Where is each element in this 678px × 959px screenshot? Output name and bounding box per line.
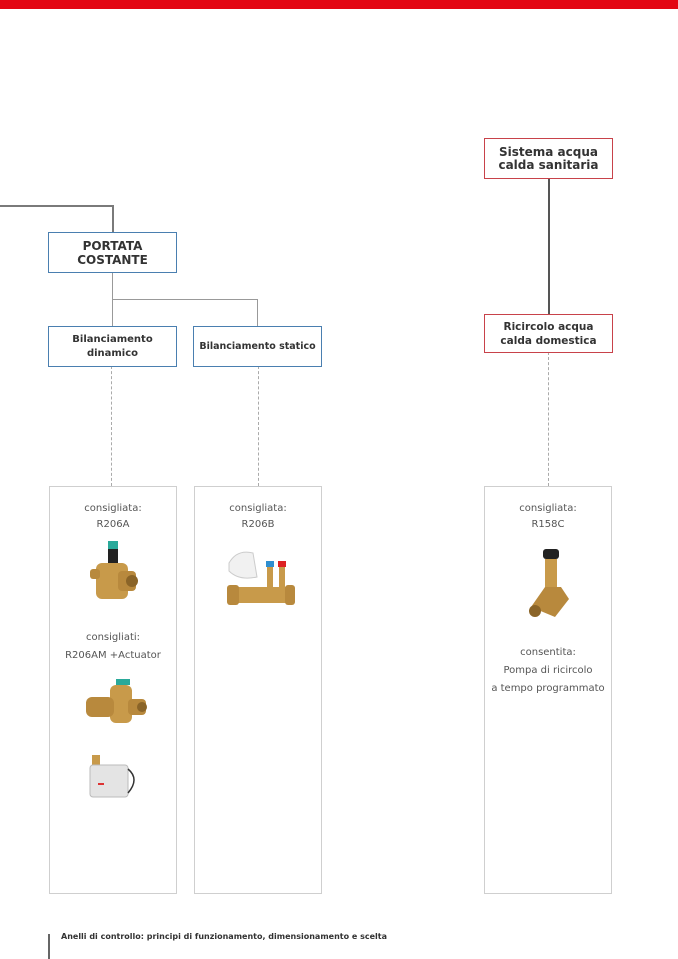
valve-r206am-image — [86, 679, 147, 723]
node-label: Sistema acqua calda sanitaria — [498, 144, 599, 172]
recommendation-label: consigliati: — [85, 632, 141, 643]
panel-dinamico: consigliata: R206A consigliati: R206AM +… — [49, 486, 177, 894]
product-description: Pompa di ricircolo — [503, 665, 593, 676]
dashed-connector — [111, 366, 112, 486]
panel-statico: consigliata: R206B — [194, 486, 322, 894]
connector — [548, 178, 550, 315]
product-code: R206B — [241, 519, 275, 530]
node-label: PORTATA COSTANTE — [77, 238, 148, 267]
footer-title: Anelli di controllo: principi di funzion… — [61, 932, 387, 941]
actuator-image — [89, 755, 135, 798]
node-portata-costante: PORTATA COSTANTE — [48, 232, 177, 273]
node-label: Ricircolo acqua calda domestica — [500, 320, 597, 347]
valve-r206b-image — [227, 551, 295, 605]
dashed-connector — [258, 366, 259, 486]
connector — [112, 299, 258, 300]
footer-bar — [48, 934, 50, 959]
product-code: R206AM +Actuator — [65, 650, 161, 661]
node-bilanciamento-statico: Bilanciamento statico — [193, 326, 322, 367]
connector — [112, 205, 114, 233]
product-code: R158C — [531, 519, 565, 530]
node-bilanciamento-dinamico: Bilanciamento dinamico — [48, 326, 177, 367]
recommendation-label: consigliata: — [519, 503, 577, 514]
valve-r206a-image — [90, 541, 138, 599]
node-label: Bilanciamento statico — [199, 341, 316, 352]
product-description: a tempo programmato — [491, 683, 605, 694]
node-label: Bilanciamento dinamico — [72, 333, 153, 359]
connector — [0, 205, 113, 207]
panel-ricircolo: consigliata: R158C consentita: Pompa di … — [484, 486, 612, 894]
allowed-label: consentita: — [520, 647, 576, 658]
product-code: R206A — [96, 519, 130, 530]
recommendation-label: consigliata: — [84, 503, 142, 514]
recommendation-label: consigliata: — [229, 503, 287, 514]
node-sistema-acqua: Sistema acqua calda sanitaria — [484, 138, 613, 179]
valve-r158c-image — [529, 549, 569, 617]
top-accent-bar — [0, 0, 678, 9]
connector — [257, 299, 258, 327]
node-ricircolo: Ricircolo acqua calda domestica — [484, 314, 613, 353]
dashed-connector — [548, 352, 549, 486]
